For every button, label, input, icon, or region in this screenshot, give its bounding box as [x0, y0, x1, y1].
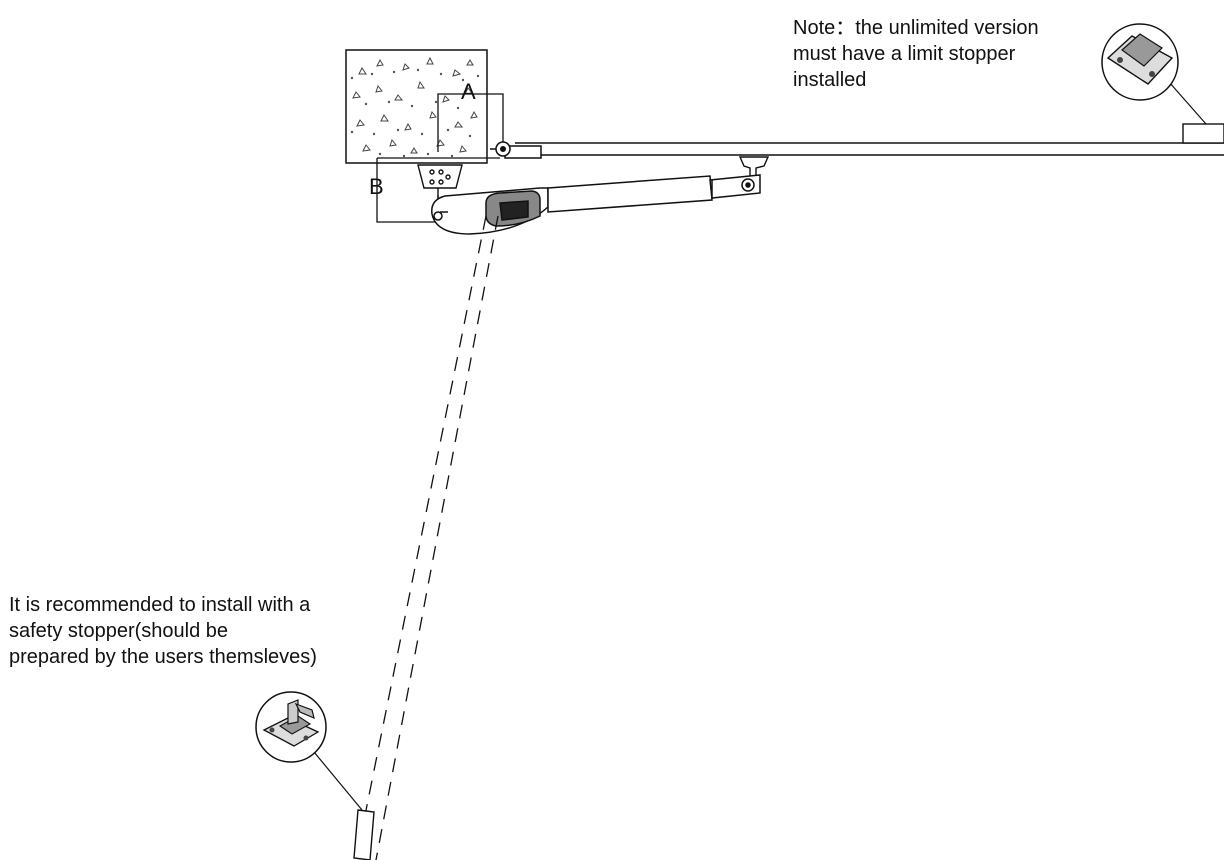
limit-stopper-detail-icon	[1101, 23, 1179, 101]
note-line: safety stopper(should be	[9, 620, 229, 642]
safety-stopper-detail-icon	[255, 691, 327, 763]
gate-open-position	[361, 215, 499, 860]
gate-opener-motor-icon	[431, 174, 761, 235]
gate-hinge-icon	[490, 141, 511, 157]
note-line: prepared by the users themsleves)	[9, 646, 317, 668]
note-line: It is recommended to install with a	[9, 594, 311, 616]
rear-bracket-icon	[417, 164, 463, 214]
limit-stopper-icon	[1182, 123, 1224, 144]
dimension-label-a: A	[461, 79, 476, 104]
safety-stopper-note: It is recommended to install with a safe…	[9, 592, 317, 670]
concrete-pillar-icon	[345, 49, 488, 164]
limit-stopper-note: Note：the unlimited version must have a l…	[793, 15, 1039, 93]
safety-stopper-icon	[353, 809, 375, 860]
dimension-label-b: B	[369, 174, 384, 199]
safety-stopper-leader	[313, 751, 363, 811]
gate-leaf	[504, 142, 1224, 159]
note-line: installed	[793, 69, 867, 91]
note-line: Note：the unlimited version	[793, 17, 1039, 39]
note-line: must have a limit stopper	[793, 43, 1016, 65]
